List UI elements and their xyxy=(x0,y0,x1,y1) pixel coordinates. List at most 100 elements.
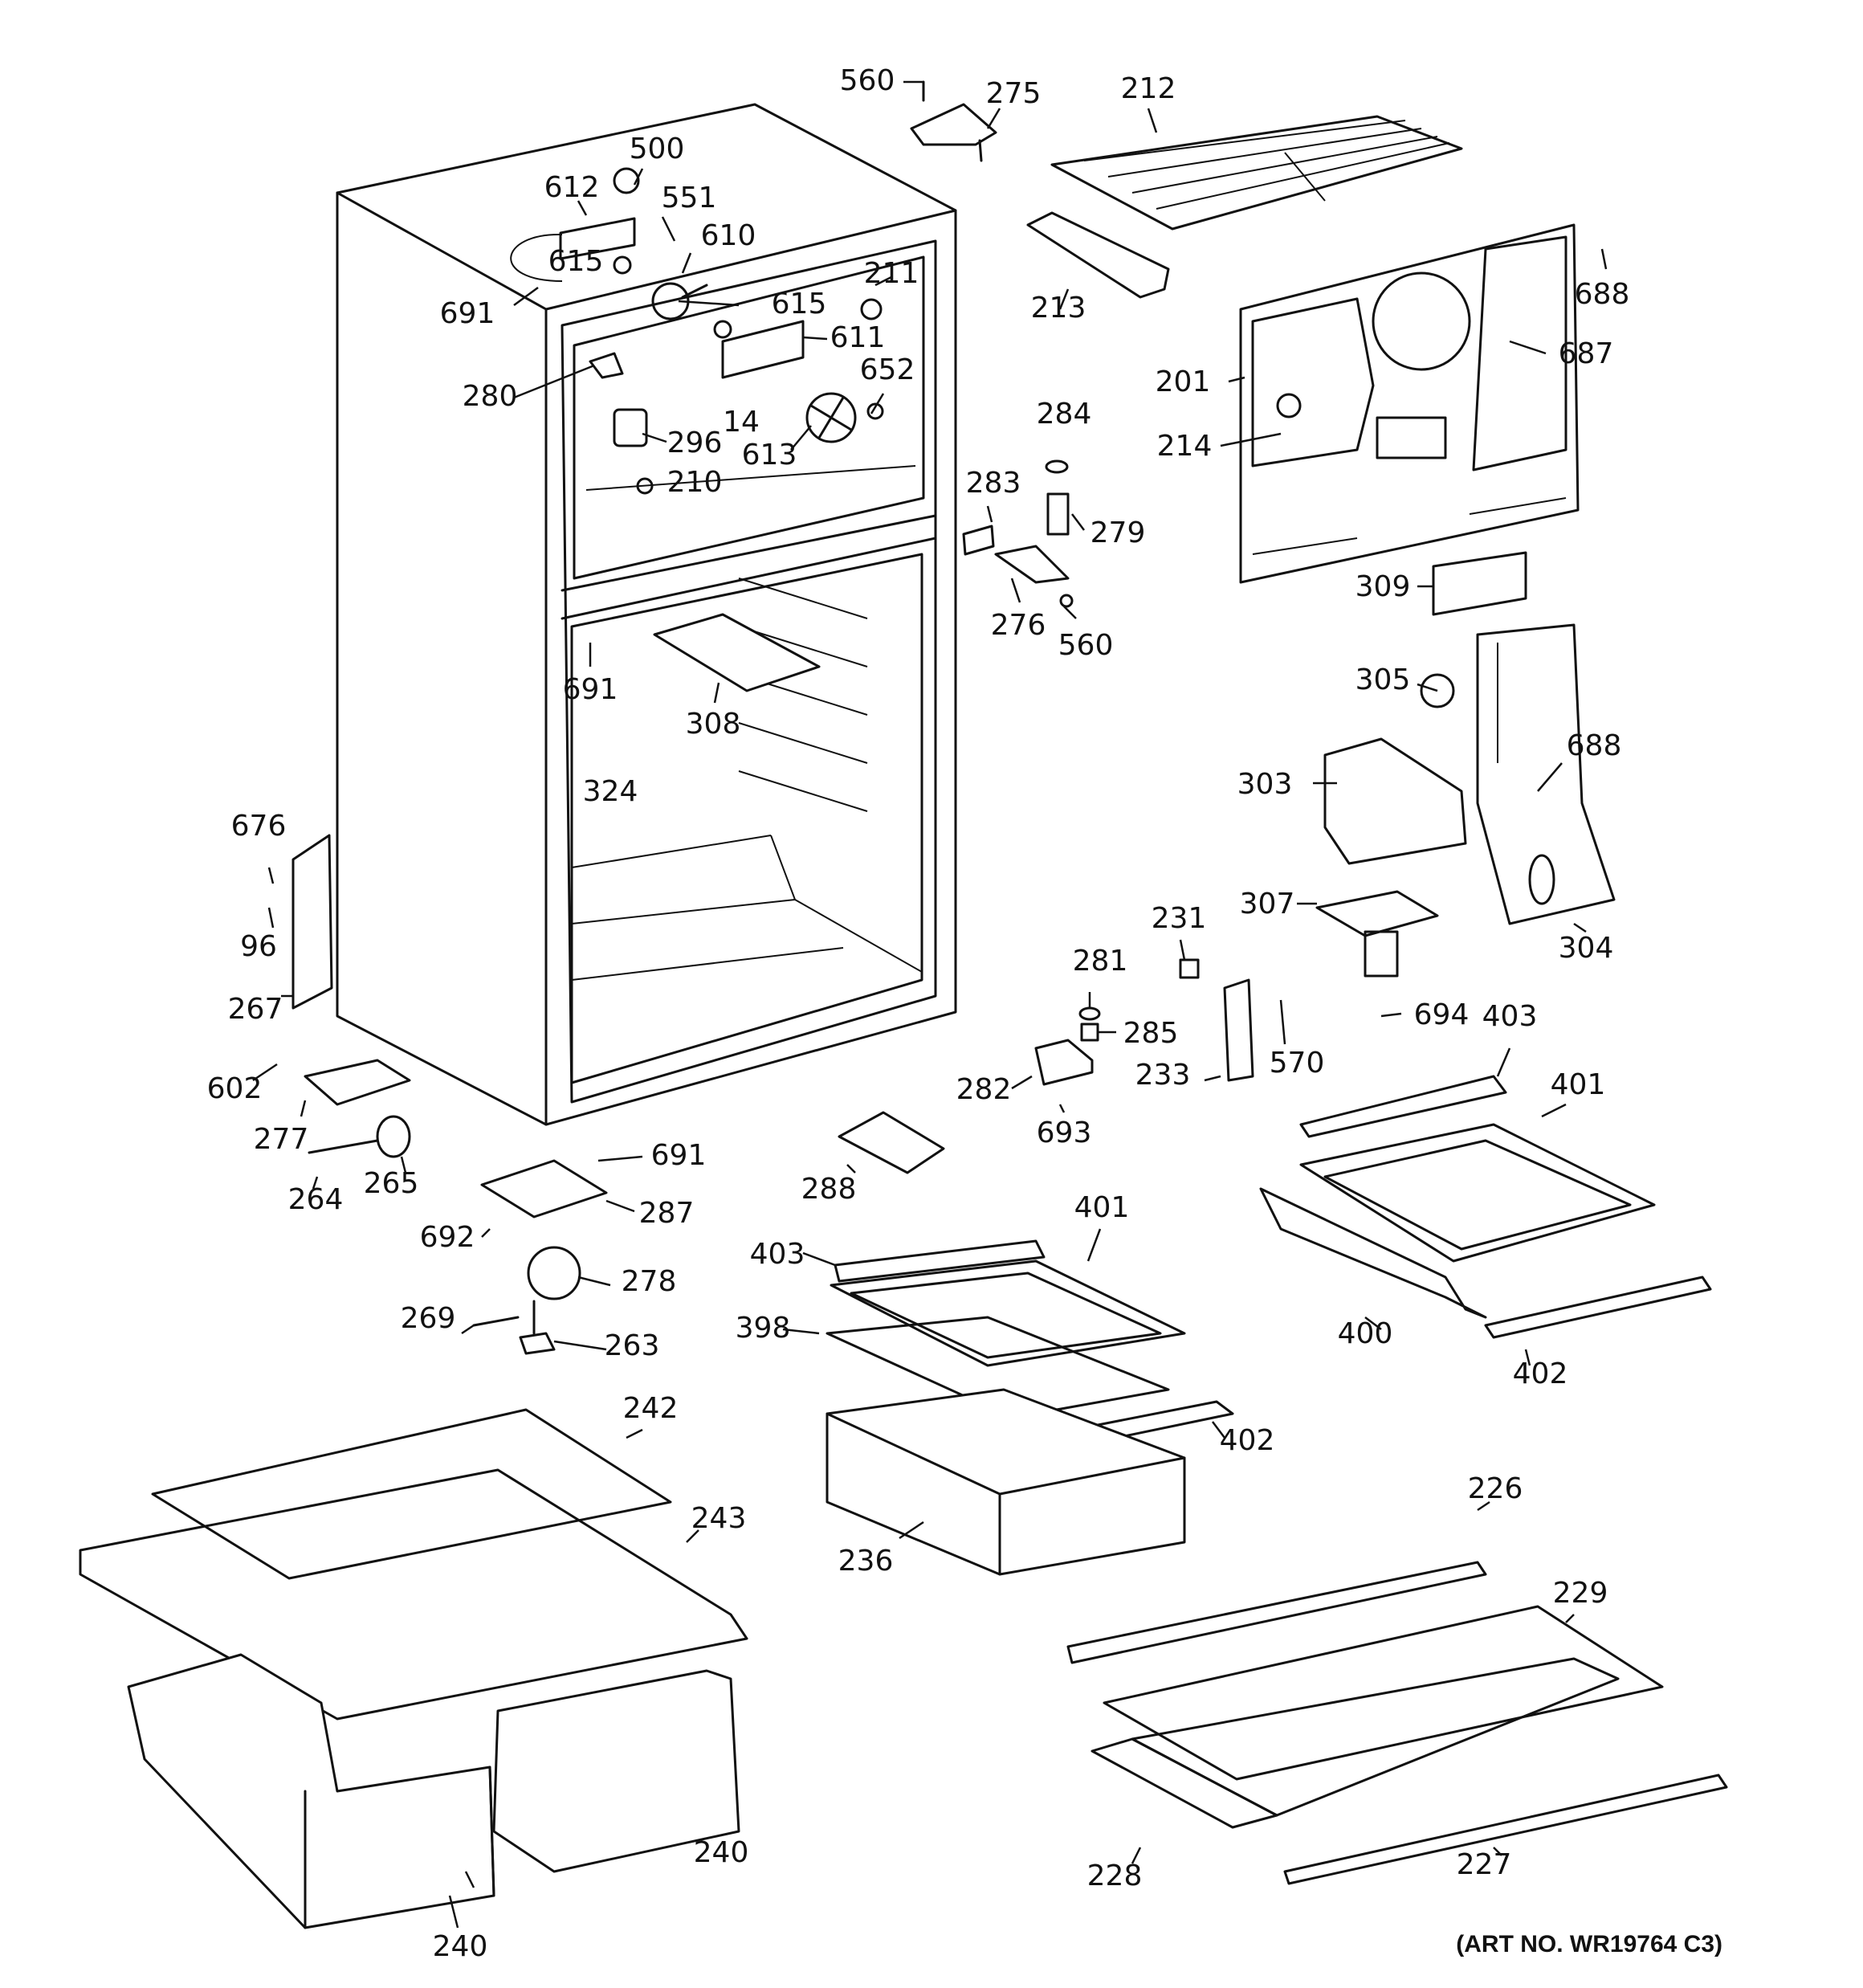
label-228: 228 xyxy=(1087,1859,1143,1892)
label-401: 401 xyxy=(1074,1191,1130,1224)
label-611: 611 xyxy=(830,321,886,354)
pin-269 xyxy=(472,1316,520,1327)
label-610: 610 xyxy=(701,219,756,252)
label-269: 269 xyxy=(401,1302,456,1335)
label-263: 263 xyxy=(605,1329,660,1362)
label-560: 560 xyxy=(840,64,895,97)
filter-309 xyxy=(1432,551,1527,616)
bracket-288 xyxy=(838,1111,945,1174)
label-236: 236 xyxy=(838,1545,894,1578)
light-housing-304 xyxy=(1476,623,1616,925)
label-283: 283 xyxy=(966,467,1021,500)
label-243: 243 xyxy=(691,1502,747,1535)
label-615: 615 xyxy=(772,288,827,320)
label-296: 296 xyxy=(667,427,723,459)
label-303: 303 xyxy=(1237,768,1293,801)
freezer-back-panel-201 xyxy=(1239,223,1580,584)
label-242: 242 xyxy=(623,1392,679,1425)
label-278: 278 xyxy=(622,1265,677,1298)
label-229: 229 xyxy=(1553,1577,1608,1610)
label-227: 227 xyxy=(1457,1848,1512,1881)
label-231: 231 xyxy=(1152,902,1207,935)
label-213: 213 xyxy=(1031,292,1086,325)
label-96: 96 xyxy=(240,930,277,963)
label-288: 288 xyxy=(801,1173,857,1206)
label-402: 402 xyxy=(1220,1424,1275,1457)
label-233: 233 xyxy=(1135,1059,1191,1092)
label-285: 285 xyxy=(1123,1017,1179,1050)
label-277: 277 xyxy=(254,1123,309,1156)
crisper-cover-assembly xyxy=(1066,1561,1728,1885)
ice-tray-213 xyxy=(1026,211,1170,299)
label-212: 212 xyxy=(1121,72,1176,105)
top-hinge-275 xyxy=(910,103,997,146)
bracket-287 xyxy=(480,1159,608,1219)
part-284 xyxy=(1045,459,1069,474)
label-676: 676 xyxy=(231,810,287,843)
label-279: 279 xyxy=(1090,516,1146,549)
label-265: 265 xyxy=(364,1167,419,1200)
label-240: 240 xyxy=(433,1930,488,1963)
label-211: 211 xyxy=(864,257,919,290)
label-304: 304 xyxy=(1559,932,1614,965)
label-264: 264 xyxy=(288,1183,344,1216)
screw-560b xyxy=(1059,594,1074,608)
label-305: 305 xyxy=(1355,663,1411,696)
control-housing-303 xyxy=(1323,737,1467,865)
bracket-277 xyxy=(304,1059,411,1106)
label-281: 281 xyxy=(1073,945,1128,978)
shelf-support-233 xyxy=(1223,978,1254,1082)
label-551: 551 xyxy=(662,182,717,214)
label-14: 14 xyxy=(723,406,760,439)
housing-307 xyxy=(1315,890,1439,937)
label-613: 613 xyxy=(742,439,797,471)
label-403: 403 xyxy=(750,1238,805,1271)
shelf-308 xyxy=(653,613,821,692)
label-280: 280 xyxy=(463,380,518,413)
label-226: 226 xyxy=(1468,1472,1523,1505)
label-201: 201 xyxy=(1156,365,1211,398)
roller-265 xyxy=(376,1115,411,1158)
label-403: 403 xyxy=(1482,1000,1538,1033)
label-324: 324 xyxy=(583,775,638,808)
roller-278 xyxy=(527,1246,581,1300)
label-276: 276 xyxy=(991,609,1046,642)
label-308: 308 xyxy=(686,708,741,741)
label-688: 688 xyxy=(1567,729,1622,762)
bracket-282 xyxy=(1034,1039,1094,1086)
part-283 xyxy=(962,525,995,556)
axle-264 xyxy=(308,1139,379,1154)
label-560: 560 xyxy=(1058,629,1114,662)
part-279 xyxy=(1046,492,1070,536)
label-240: 240 xyxy=(694,1836,749,1869)
fan-motor-assembly xyxy=(510,167,884,495)
label-500: 500 xyxy=(630,133,685,165)
label-398: 398 xyxy=(736,1312,791,1345)
label-210: 210 xyxy=(667,466,723,499)
door-shelves-right xyxy=(1259,1075,1712,1339)
refrigerator-shelves xyxy=(826,1239,1234,1576)
label-275: 275 xyxy=(986,77,1042,110)
label-694: 694 xyxy=(1414,998,1470,1031)
leader-lines xyxy=(252,80,1608,1929)
label-282: 282 xyxy=(956,1073,1012,1106)
label-688: 688 xyxy=(1575,278,1630,311)
crisper-drawer-assembly xyxy=(79,1408,748,1929)
label-307: 307 xyxy=(1240,888,1295,921)
label-687: 687 xyxy=(1559,337,1614,370)
hinge-267 xyxy=(291,834,333,1010)
part-281 xyxy=(1078,1006,1101,1021)
label-692: 692 xyxy=(420,1221,475,1254)
label-284: 284 xyxy=(1037,398,1092,431)
label-400: 400 xyxy=(1338,1317,1393,1350)
part-285 xyxy=(1080,1023,1099,1042)
part-labels: 560 275 212 500 612 551 610 615 691 615 … xyxy=(207,64,1630,1963)
art-number: (ART NO. WR19764 C3) xyxy=(1456,1931,1722,1957)
label-402: 402 xyxy=(1513,1357,1568,1390)
label-401: 401 xyxy=(1551,1068,1606,1101)
bracket-231 xyxy=(1179,958,1200,979)
label-267: 267 xyxy=(228,993,283,1026)
label-309: 309 xyxy=(1355,570,1411,603)
label-691: 691 xyxy=(563,673,618,706)
